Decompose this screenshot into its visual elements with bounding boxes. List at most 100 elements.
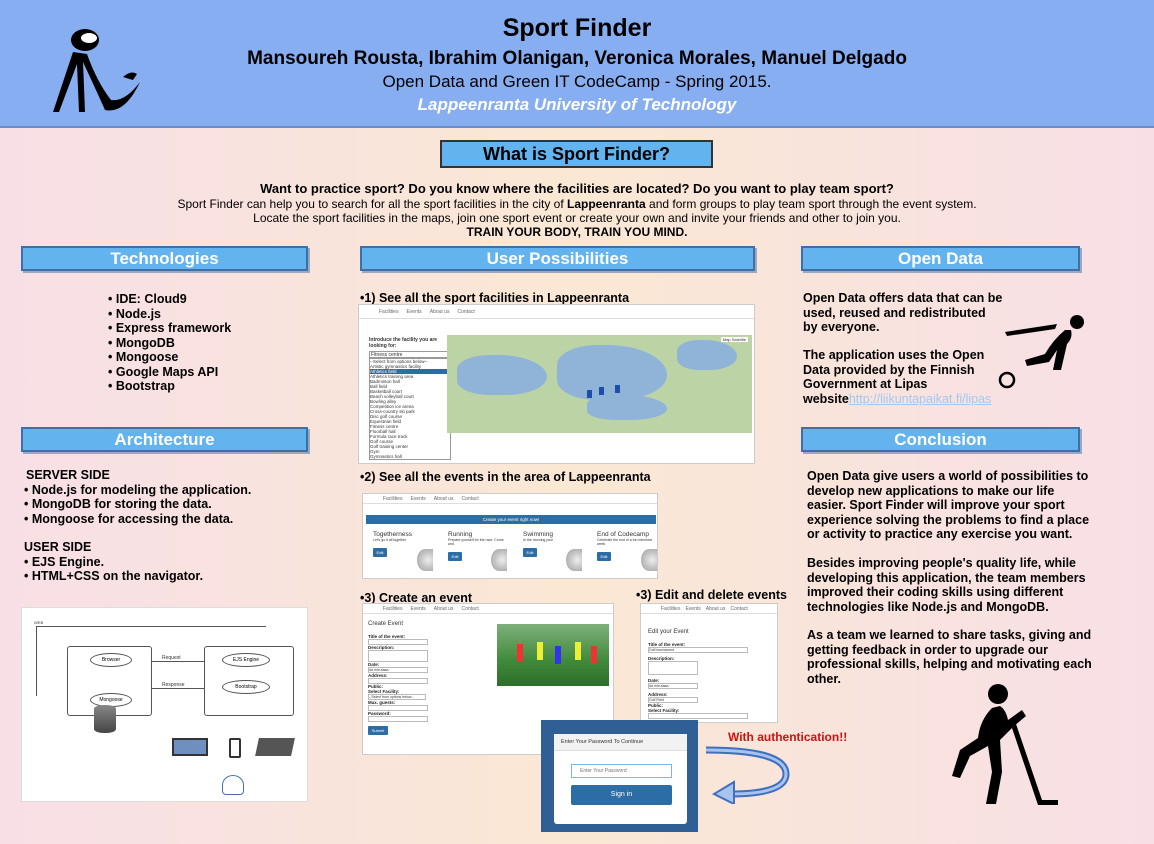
intro-slogan: TRAIN YOUR BODY, TRAIN YOU MIND. (466, 225, 688, 239)
technologies-heading: Technologies (21, 246, 308, 271)
step3b-caption: •3) Edit and delete events (636, 588, 787, 602)
map-type-toggle[interactable]: Map Satellite (720, 337, 748, 342)
tech-item: • Google Maps API (108, 364, 219, 379)
sign-in-button[interactable]: Sign in (571, 785, 672, 805)
facility-prompt: Introduce the facility you are looking f… (369, 337, 438, 349)
server-item: • Node.js for modeling the application. (24, 482, 252, 497)
tech-item: • MongoDB (108, 335, 175, 350)
event-card: Togetherness Let's go it all together Ed… (373, 531, 413, 557)
server-icon (255, 738, 295, 756)
user-item: • HTML+CSS on the navigator. (24, 569, 204, 583)
open-data-p2: The application uses the Open Data provi… (803, 348, 992, 406)
soccer-kids-photo (497, 624, 609, 686)
sport-finder-logo (45, 22, 145, 122)
hockey-player-icon (930, 680, 1065, 810)
address-input[interactable]: Golf Field (648, 697, 698, 703)
university: Lappeenranta University of Technology (417, 95, 737, 114)
description-input[interactable] (648, 661, 698, 675)
edit-event-button[interactable]: Edit (523, 548, 537, 557)
password-input[interactable] (368, 716, 428, 722)
open-data-p1: Open Data offers data that can be used, … (803, 291, 1003, 334)
auth-note: With authentication!! (728, 730, 848, 744)
create-event-form: Title of the event: Description: Date:dd… (368, 634, 428, 735)
event-card: End of Codecamp Celebrate the end of a f… (597, 531, 653, 561)
diagram-web-label: WEB (34, 620, 44, 625)
step3a-caption: •3) Create an event (360, 591, 473, 605)
intro-question: Want to practice sport? Do you know wher… (260, 181, 894, 196)
description-input[interactable] (368, 650, 428, 662)
server-item: • MongoDB for storing the data. (24, 497, 212, 511)
conclusion-heading: Conclusion (801, 427, 1080, 452)
facility-options-list[interactable]: --Select from options below-- Artistic g… (369, 358, 451, 460)
football-image (566, 549, 582, 571)
tech-item: • IDE: Cloud9 (108, 292, 187, 306)
title-input[interactable]: Golf tournament (648, 647, 748, 653)
football-image (641, 549, 657, 571)
poster-title: Sport Finder (502, 14, 652, 42)
open-data-heading: Open Data (801, 246, 1080, 271)
tech-item: • Node.js (108, 306, 161, 321)
database-icon (94, 705, 116, 733)
user-item: • EJS Engine. (24, 554, 105, 569)
password-dialog: Enter Your Password To Continue Sign in (554, 734, 687, 824)
date-input[interactable]: dd.mm.aaaa (648, 683, 698, 689)
step2-caption: •2) See all the events in the area of La… (360, 470, 651, 484)
event-card: Swimming In the morning pool Edit (523, 531, 553, 557)
server-item: • Mongoose for accessing the data. (24, 511, 234, 526)
create-event-title: Create Event (368, 621, 404, 627)
step1-caption: •1) See all the sport facilities in Lapp… (360, 291, 630, 305)
what-is-heading: What is Sport Finder? (440, 140, 713, 168)
user-icon (222, 775, 244, 795)
lipas-link[interactable]: http://liikuntapaikat.fi/lipas (848, 391, 992, 406)
phone-icon (229, 738, 241, 758)
architecture-text: SERVER SIDE • Node.js for modeling the a… (24, 468, 251, 584)
football-image (417, 549, 433, 571)
server-side-title: SERVER SIDE (26, 468, 110, 482)
map-marker-icon[interactable] (587, 390, 592, 398)
edit-event-button[interactable]: Edit (448, 552, 462, 561)
user-possibilities-heading: User Possibilities (360, 246, 755, 271)
address-input[interactable] (368, 678, 428, 684)
browser-node: Browser (90, 653, 132, 667)
create-event-banner[interactable]: Create your event right now! (366, 515, 656, 524)
edit-event-button[interactable]: Edit (597, 552, 611, 561)
ejs-node: EJS Engine (222, 653, 270, 667)
football-image (491, 549, 507, 571)
request-label: Request (162, 655, 181, 661)
laptop-icon (172, 738, 208, 756)
password-dialog-frame: Enter Your Password To Continue Sign in (541, 720, 698, 832)
architecture-heading: Architecture (21, 427, 308, 452)
edit-event-button[interactable]: Edit (373, 548, 387, 557)
response-label: Response (162, 682, 185, 688)
facility-select[interactable]: --Select from options below-- (368, 694, 426, 700)
event-name: Open Data and Green IT CodeCamp - Spring… (382, 72, 772, 91)
tech-item: • Mongoose (108, 350, 179, 364)
map-marker-icon[interactable] (599, 387, 604, 395)
facility-select[interactable]: Fitness centre (369, 351, 451, 358)
bootstrap-node: Bootstrap (222, 680, 270, 694)
facilities-map[interactable]: Map Satellite (447, 335, 752, 433)
title-input[interactable] (368, 639, 428, 645)
max-guests-input[interactable] (368, 705, 428, 711)
edit-event-title: Edit your Event (648, 629, 689, 635)
date-input[interactable]: dd.mm.aaaa (368, 667, 428, 673)
submit-button[interactable]: Submit (368, 726, 388, 735)
conclusion-p3: As a team we learned to share tasks, giv… (807, 628, 1092, 686)
user-side-title: USER SIDE (24, 540, 92, 554)
password-input[interactable] (571, 764, 672, 778)
poster-header (0, 0, 1154, 128)
facility-select[interactable] (648, 713, 748, 719)
soccer-player-icon (995, 310, 1090, 390)
conclusion-p2: Besides improving people's quality life,… (807, 556, 1086, 614)
event-card: Running Prepare yourself for the race. C… (448, 531, 504, 561)
map-marker-icon[interactable] (615, 385, 620, 393)
intro-line1: Sport Finder can help you to search for … (177, 197, 977, 211)
tech-item: • Express framework (108, 321, 232, 335)
edit-event-form: Title of the event:Golf tournament Descr… (648, 642, 748, 719)
